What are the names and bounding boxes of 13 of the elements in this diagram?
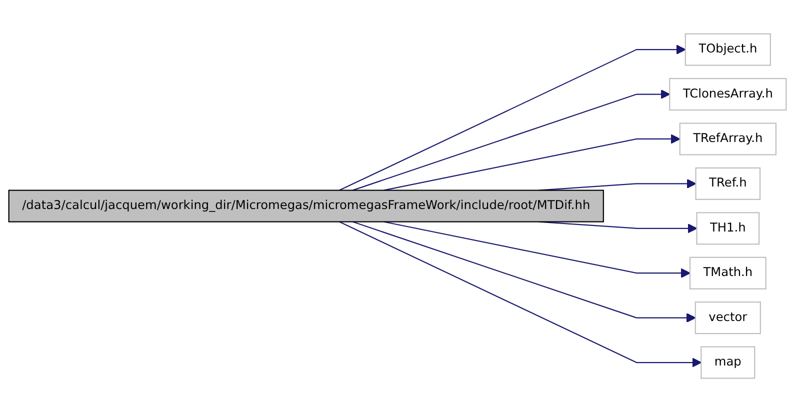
node-box: TObject.h (684, 34, 771, 66)
arrow (384, 134, 680, 192)
node-box: TRef.h (695, 168, 761, 200)
arrow (352, 90, 670, 192)
arrow (339, 45, 686, 192)
node-box: map (700, 346, 756, 380)
node-box: TRefArray.h (679, 123, 776, 156)
node-box: TH1.h (696, 212, 760, 246)
node-box: TClonesArray.h (669, 78, 787, 111)
node-box: /data3/calcul/jacquem/working_dir/Micromegas/micromegasFrameWork/include/root/MTDif.hh (8, 190, 604, 223)
arrow (339, 222, 702, 368)
node-box: TMath.h (689, 257, 766, 290)
node-box: vector (694, 302, 761, 335)
